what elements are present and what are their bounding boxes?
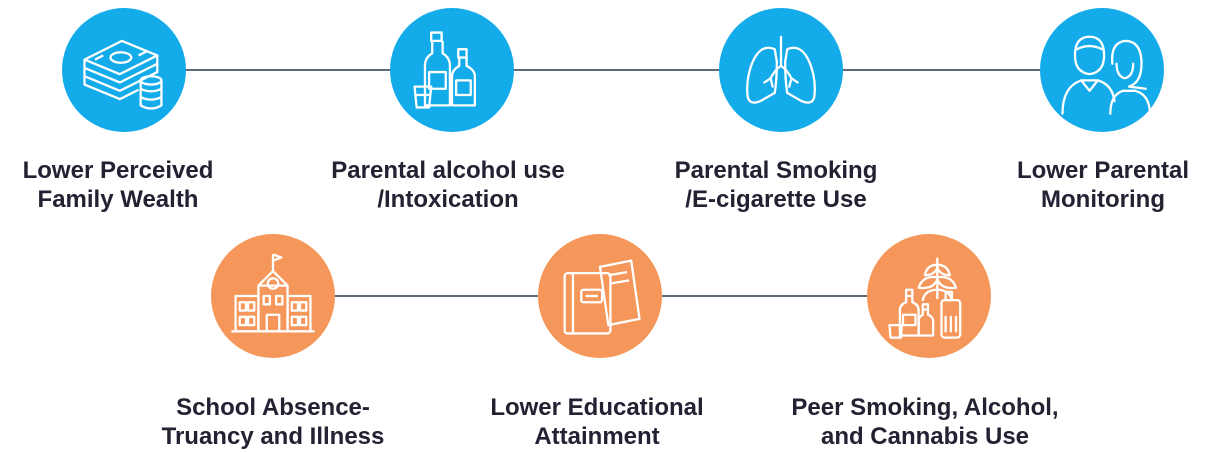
top-connector-line [124, 69, 1084, 71]
parent-child-icon [1061, 35, 1151, 115]
money-stack-icon [83, 39, 163, 110]
node-education [538, 234, 662, 358]
node-parental-monitoring [1040, 8, 1164, 132]
node-parental-alcohol [390, 8, 514, 132]
label-parental-smoking: Parental Smoking /E-cigarette Use [674, 157, 878, 214]
alcohol-bottles-icon [413, 31, 477, 109]
cannabis-alcohol-vape-icon [888, 257, 962, 339]
lungs-icon [746, 35, 816, 104]
label-wealth: Lower Perceived Family Wealth [22, 157, 214, 214]
label-parental-monitoring: Lower Parental Monitoring [1016, 157, 1190, 214]
label-parental-alcohol: Parental alcohol use /Intoxication [331, 157, 565, 214]
node-peer-use [867, 234, 991, 358]
label-education: Lower Educational Attainment [490, 394, 704, 451]
label-peer-use: Peer Smoking, Alcohol, and Cannabis Use [791, 394, 1059, 451]
node-school-absence [211, 234, 335, 358]
node-wealth [62, 8, 186, 132]
node-parental-smoking [719, 8, 843, 132]
school-building-icon [231, 253, 315, 333]
notebooks-icon [563, 259, 641, 335]
label-school-absence: School Absence- Truancy and Illness [161, 394, 385, 451]
